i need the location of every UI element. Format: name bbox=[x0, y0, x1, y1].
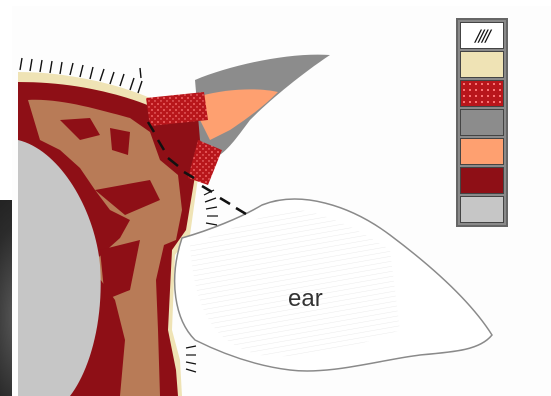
legend-swatch-brain bbox=[460, 196, 504, 223]
legend-swatch-skin bbox=[460, 51, 504, 78]
color-legend: //// bbox=[456, 18, 508, 227]
legend-swatch-cartilage bbox=[460, 80, 504, 107]
hatch-icon: //// bbox=[460, 22, 504, 49]
legend-swatch-soft-tissue bbox=[460, 138, 504, 165]
legend-swatch-bone bbox=[460, 167, 504, 194]
horn-base-cartilage bbox=[146, 92, 208, 126]
legend-swatch-horn bbox=[460, 109, 504, 136]
ear-label: ear bbox=[288, 285, 323, 313]
